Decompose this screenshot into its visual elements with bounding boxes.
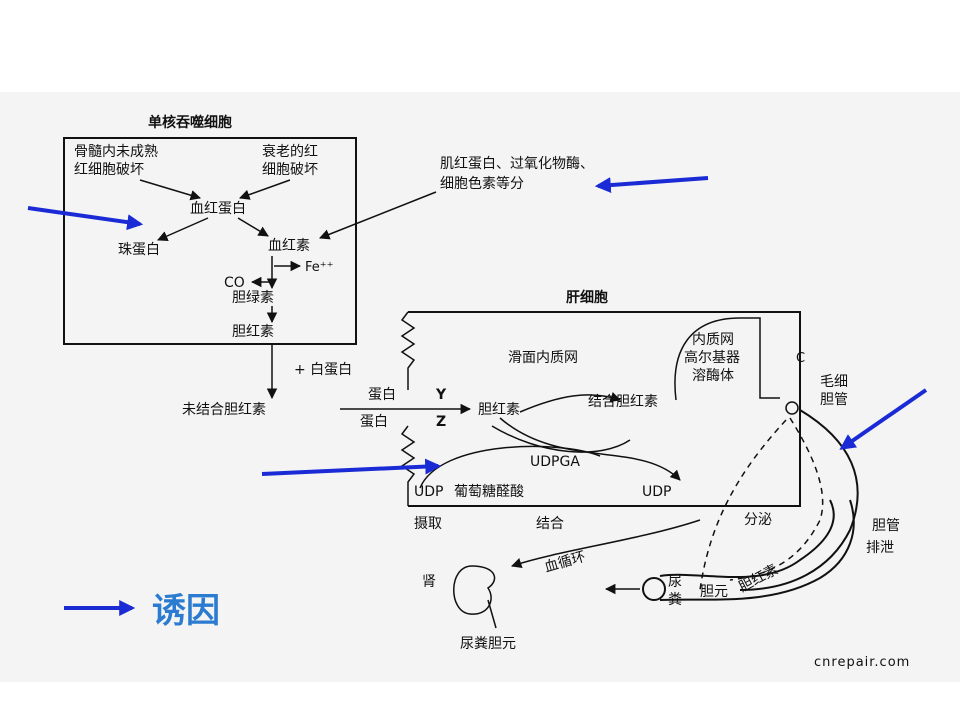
- udpga-label: UDPGA: [530, 454, 580, 470]
- other-sources-line1: 肌红蛋白、过氧化物酶、: [440, 156, 594, 172]
- source1-line2: 红细胞破坏: [74, 162, 144, 178]
- liver-bilirubin-label: 胆红素: [478, 402, 520, 418]
- source2-line2: 细胞破坏: [262, 162, 318, 178]
- other-sources-line2: 细胞色素等分: [440, 175, 524, 192]
- udp-right-label: UDP: [642, 484, 671, 500]
- monocyte-title: 单核吞噬细胞: [148, 114, 232, 131]
- cause-arrow-globin: [27, 206, 144, 231]
- liver-cell-title: 肝细胞: [566, 289, 608, 306]
- cause-arrow-bile-duct: [839, 388, 928, 450]
- protein-y-label: 蛋白: [368, 387, 396, 403]
- protein-z-label: 蛋白: [360, 414, 388, 430]
- hemoglobin-label: 血红蛋白: [190, 201, 246, 217]
- y-label: Y: [435, 387, 447, 403]
- source2-line1: 衰老的红: [262, 143, 318, 160]
- legend-label: 诱因: [152, 591, 220, 631]
- co-label: CO: [224, 275, 245, 291]
- intestine-bilirubin-label: 胆红素: [736, 562, 781, 596]
- urine-urobilinogen-label: 尿粪胆元: [460, 636, 516, 652]
- co-small-label: C: [796, 351, 805, 366]
- urobilinogen-label: 胆元: [700, 584, 728, 600]
- golgi-label: 高尔基器: [684, 349, 740, 366]
- monocyte-box: [63, 137, 357, 345]
- urine-feces-1: 尿: [668, 574, 682, 590]
- fe-label: Fe⁺⁺: [305, 260, 334, 275]
- plus-albumin-label: + 白蛋白: [294, 362, 352, 378]
- capillary-line2: 胆管: [820, 392, 848, 408]
- z-label: Z: [436, 414, 446, 430]
- bilirubin-box-label: 胆红素: [232, 324, 274, 340]
- kidney-label: 肾: [422, 574, 436, 590]
- conjugated-bilirubin-label: 结合胆红素: [588, 394, 658, 410]
- smooth-er-label: 滑面内质网: [508, 349, 578, 366]
- stage-uptake: 摄取: [414, 516, 442, 532]
- source1-line1: 骨髓内未成熟: [74, 144, 158, 160]
- glucuronic-acid-label: 葡萄糖醛酸: [454, 484, 524, 500]
- capillary-line1: 毛细: [820, 374, 848, 390]
- stage-conjugation: 结合: [536, 516, 564, 532]
- globin-label: 珠蛋白: [118, 242, 160, 258]
- heme-label: 血红素: [268, 238, 310, 254]
- excretion-label: 排泄: [866, 540, 894, 556]
- udp-left-label: UDP: [414, 484, 443, 500]
- kidney-shape: [453, 565, 496, 615]
- urine-feces-2: 粪: [668, 592, 682, 608]
- watermark: cnrepair.com: [814, 655, 910, 670]
- biliverdin-label: 胆绿素: [232, 290, 274, 306]
- cause-arrow-other-sources: [594, 176, 709, 194]
- unconjugated-bilirubin-label: 未结合胆红素: [182, 402, 266, 418]
- bile-duct-label: 胆管: [872, 518, 900, 534]
- liver-cell-box: [408, 311, 801, 507]
- stage-secretion: 分泌: [744, 512, 772, 528]
- er-label: 内质网: [692, 332, 734, 348]
- cause-arrow-uptake: [261, 458, 442, 476]
- lysosome-label: 溶酶体: [692, 368, 734, 384]
